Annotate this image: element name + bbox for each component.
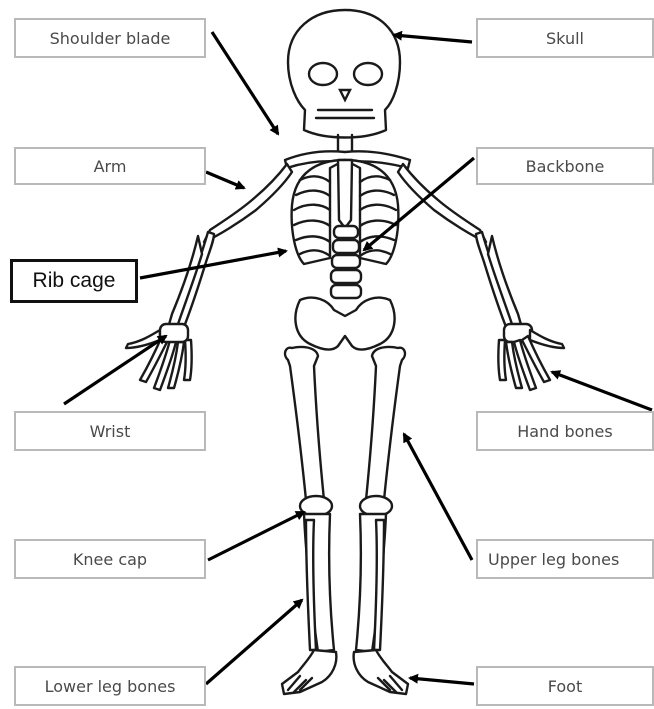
label-knee-cap: Knee cap (14, 539, 206, 579)
label-foot: Foot (476, 666, 654, 706)
label-arm: Arm (14, 147, 206, 185)
upper-leg-bones (285, 347, 405, 500)
backbone-bone (331, 226, 361, 298)
label-shoulder-blade: Shoulder blade (14, 18, 206, 58)
label-lower-leg-bones: Lower leg bones (14, 666, 206, 706)
label-backbone: Backbone (476, 147, 654, 185)
skull-bone (288, 10, 400, 138)
label-wrist: Wrist (14, 411, 206, 451)
left-arm-bones (168, 164, 292, 332)
foot-bones (282, 650, 408, 694)
label-skull: Skull (476, 18, 654, 58)
label-rib-cage: Rib cage (10, 259, 138, 303)
label-upper-leg-bones: Upper leg bones (476, 539, 654, 579)
label-hand-bones: Hand bones (476, 411, 654, 451)
right-hand-bones (498, 324, 564, 390)
pelvis (295, 298, 394, 350)
right-arm-bones (398, 164, 522, 332)
lower-leg-bones (304, 514, 386, 652)
